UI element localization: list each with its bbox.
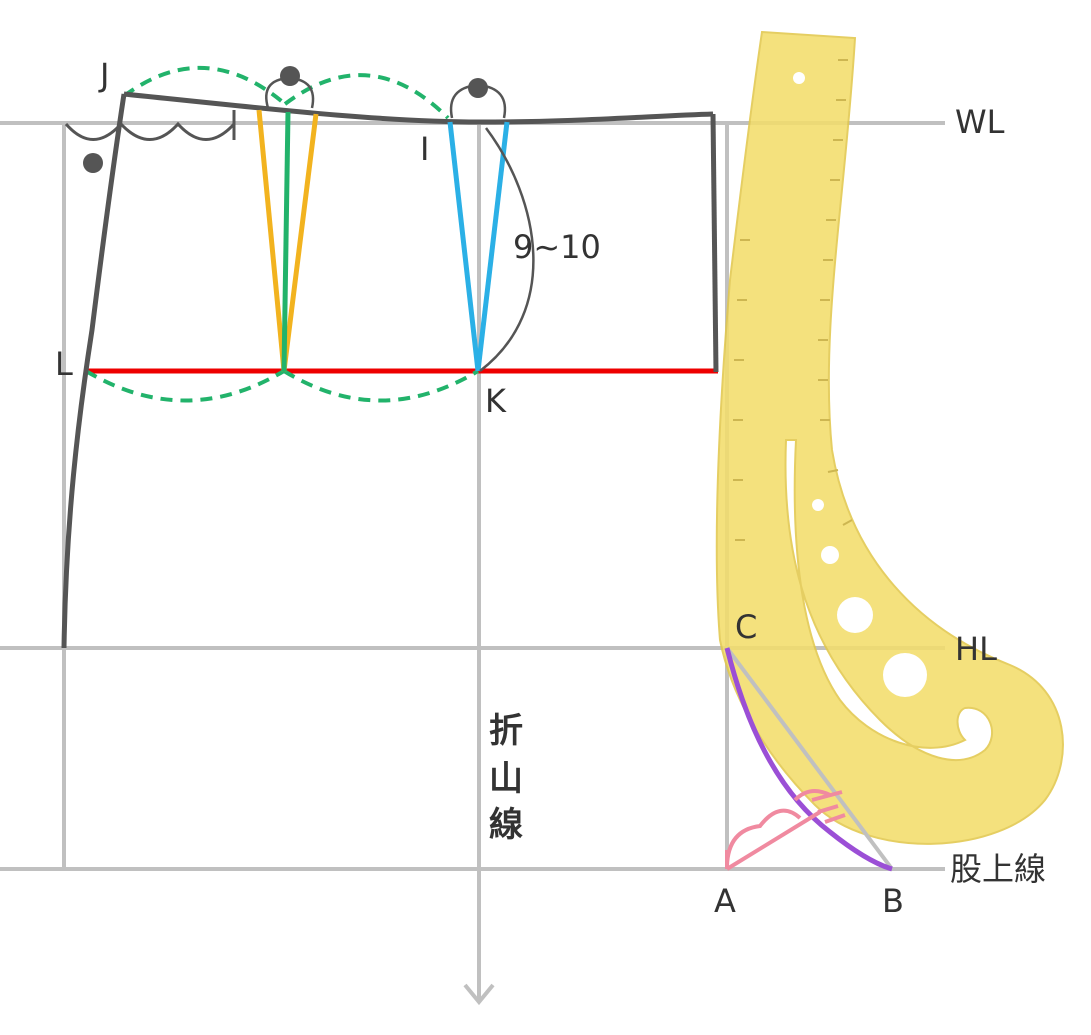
- crotch-angle-mark: [725, 789, 846, 871]
- dart-length-label: 9~10: [513, 228, 601, 266]
- point-label-b: B: [882, 882, 904, 920]
- front-dart: [447, 121, 510, 372]
- equal-mark-dot: [83, 153, 103, 173]
- waist-scallop-marks: [64, 110, 236, 141]
- fold-line-char: 山: [489, 759, 523, 799]
- fold-line-char: 線: [489, 805, 523, 845]
- side-seam: [61, 93, 127, 649]
- waist-seam: [123, 91, 714, 125]
- equal-mark-dot: [280, 66, 300, 86]
- hip-line-label: HL: [955, 630, 997, 668]
- dart-length-arc: [479, 127, 535, 372]
- equal-mark-dots: [83, 66, 488, 173]
- french-curve-ruler-icon: [715, 30, 1064, 845]
- point-label-i: I: [420, 130, 429, 168]
- back-dart: [256, 109, 319, 372]
- point-label-j: J: [98, 56, 109, 94]
- fold-line-label: 折 山 線: [489, 711, 523, 845]
- point-label-l: L: [55, 345, 73, 383]
- fold-line-char: 折: [489, 711, 523, 751]
- point-label-a: A: [714, 882, 736, 920]
- crotch-curve: [724, 647, 893, 872]
- crotch-chord: [725, 646, 894, 871]
- center-line: [710, 113, 719, 373]
- crotch-line-label: 股上線: [950, 850, 1046, 888]
- point-label-k: K: [485, 382, 507, 420]
- waist-line-label: WL: [955, 103, 1005, 141]
- fold-line-arrow-icon: [463, 983, 495, 1006]
- pattern-outline: [61, 91, 719, 649]
- point-label-c: C: [735, 608, 757, 646]
- equal-division-arcs: [84, 66, 480, 403]
- equal-mark-dot: [468, 78, 488, 98]
